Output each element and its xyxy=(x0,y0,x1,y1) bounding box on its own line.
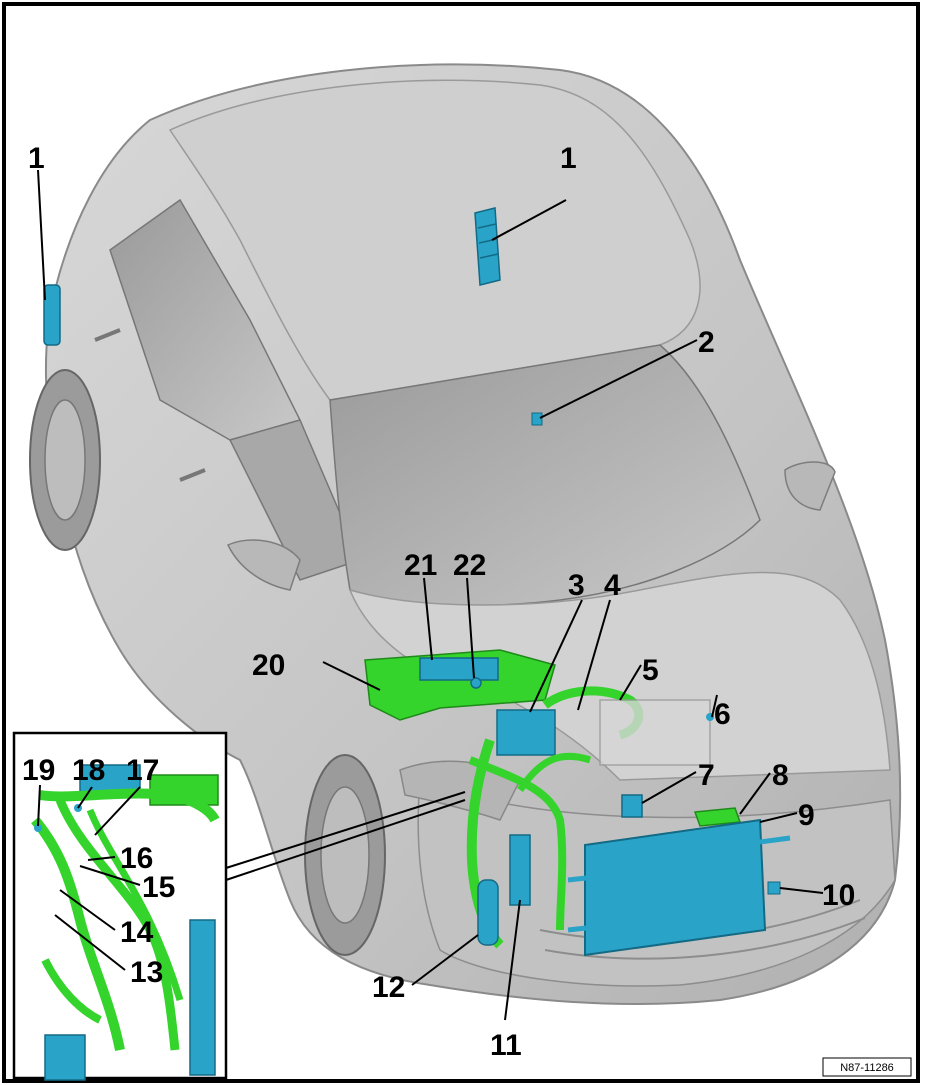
callout-22: 22 xyxy=(453,549,486,582)
callout-13: 13 xyxy=(130,956,163,989)
component-2-sensor xyxy=(531,412,543,426)
callout-8: 8 xyxy=(772,759,789,792)
callout-9: 9 xyxy=(798,799,815,832)
callout-5: 5 xyxy=(642,654,659,687)
component-1-vent-roof xyxy=(474,207,501,286)
leader-lines xyxy=(37,169,824,1021)
component-12-dryer xyxy=(477,879,499,946)
callout-11: 11 xyxy=(490,1029,522,1062)
callout-19: 19 xyxy=(22,754,55,787)
left-mirror xyxy=(226,539,301,591)
callout-labels: 1 1 2 3 4 5 6 7 8 9 10 11 12 13 14 15 16… xyxy=(22,142,855,1062)
components xyxy=(43,207,791,957)
callout-2: 2 xyxy=(698,326,715,359)
callout-16: 16 xyxy=(120,842,153,875)
component-22-sensor xyxy=(470,677,482,689)
callout-18: 18 xyxy=(72,754,105,787)
callout-15: 15 xyxy=(142,871,175,904)
callout-10: 10 xyxy=(822,879,855,912)
component-11 xyxy=(509,834,531,906)
component-7 xyxy=(621,794,643,818)
car-body-illustration xyxy=(29,63,902,1006)
callout-1-roof: 1 xyxy=(560,142,577,175)
callout-21: 21 xyxy=(404,549,437,582)
callout-17: 17 xyxy=(126,754,159,787)
callout-3: 3 xyxy=(568,569,585,602)
component-21-filter xyxy=(419,657,499,681)
windshield xyxy=(329,344,761,606)
inset-pointer-lines xyxy=(225,791,466,881)
callout-14: 14 xyxy=(120,916,154,949)
callout-4: 4 xyxy=(604,569,621,602)
callout-1-left: 1 xyxy=(28,142,45,175)
component-20-housing xyxy=(364,649,556,721)
component-3-module xyxy=(496,709,556,756)
callout-7: 7 xyxy=(698,759,715,792)
component-10 xyxy=(767,881,781,895)
reference-code: N87-11286 xyxy=(840,1062,894,1074)
callout-20: 20 xyxy=(252,649,285,682)
right-mirror xyxy=(784,461,836,511)
callout-6: 6 xyxy=(714,698,731,731)
reference-code-box: N87-11286 xyxy=(822,1057,912,1077)
component-9-condenser xyxy=(584,818,767,957)
component-1-vent-left xyxy=(43,284,61,346)
battery xyxy=(599,699,711,766)
detail-inset xyxy=(12,731,228,1081)
callout-12: 12 xyxy=(372,971,405,1004)
